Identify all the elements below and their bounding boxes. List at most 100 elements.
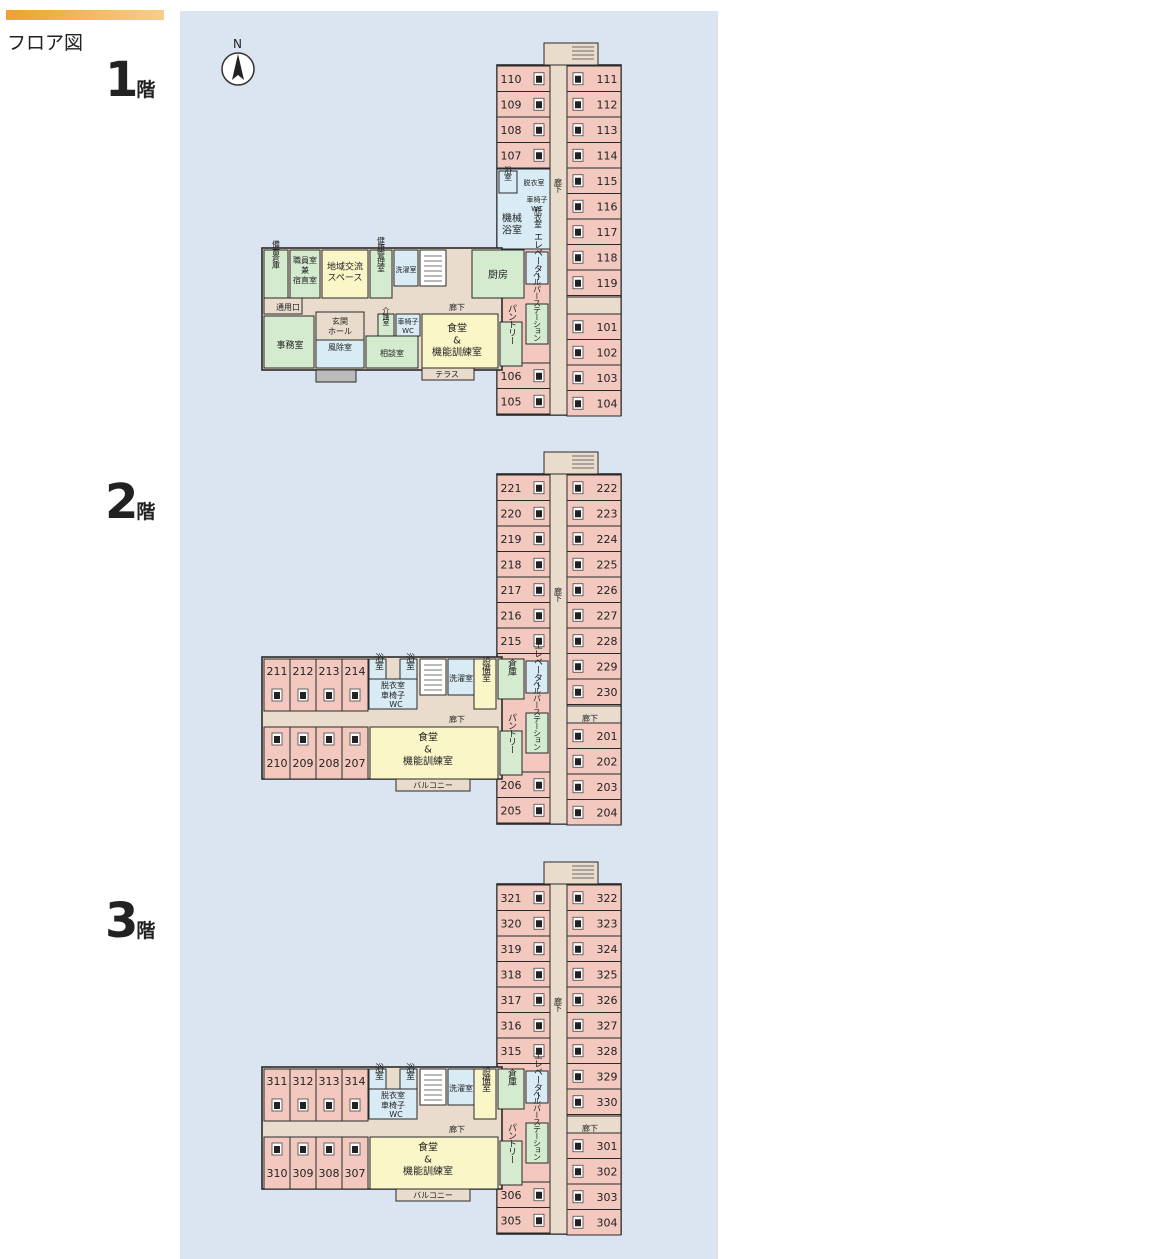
room-number: 304 (597, 1216, 618, 1229)
windbreak (315, 339, 365, 369)
room-number: 310 (267, 1167, 288, 1180)
room-number: 208 (319, 757, 340, 770)
bed-icon-mark (575, 612, 581, 620)
room-number: 318 (501, 968, 522, 981)
bath-label: 浴室 (404, 653, 415, 670)
storage-label: 倉庫 (506, 658, 517, 677)
room-number: 214 (345, 665, 366, 678)
header-accent-bar (6, 10, 164, 20)
corridor-label: 廊下 (582, 1123, 598, 1133)
consult-room (365, 335, 419, 369)
bed-icon-mark (575, 758, 581, 766)
room-number: 119 (597, 277, 618, 290)
bed-icon-mark (536, 398, 542, 406)
laundry-room (447, 1068, 475, 1106)
laundry-room (393, 249, 419, 287)
floor-3-suffix: 階 (136, 920, 156, 942)
pantry (499, 321, 523, 367)
entrance-label: 玄関 (332, 316, 348, 326)
bed-icon-mark (575, 809, 581, 817)
bed-icon-mark (326, 1146, 332, 1153)
bath-label: 浴室 (404, 1063, 415, 1080)
floor-2-suffix: 階 (136, 501, 156, 523)
community-label: スペース (328, 274, 363, 284)
bath-label: 浴室 (504, 165, 513, 181)
bed-icon-mark (575, 400, 581, 408)
room-number: 301 (597, 1140, 618, 1153)
room-number: 311 (267, 1075, 288, 1088)
room-number: 308 (319, 1167, 340, 1180)
nursing-label: 介護室 (382, 307, 390, 326)
bed-icon-mark (575, 75, 581, 83)
room-number: 117 (597, 226, 618, 239)
equipment-room (473, 658, 497, 710)
room-number: 115 (597, 175, 618, 188)
resident-room (341, 1068, 369, 1122)
room-number: 320 (501, 917, 522, 930)
bed-icon-mark (352, 692, 358, 699)
wc-label: WC (389, 700, 403, 709)
dressing-label: 脱衣室 (381, 1090, 405, 1100)
room-number: 103 (597, 372, 618, 385)
room-number: 107 (501, 149, 522, 162)
bed-icon-mark (536, 372, 542, 380)
laundry-label: 洗濯室 (396, 265, 417, 274)
room-number: 303 (597, 1191, 618, 1204)
room-number: 203 (597, 781, 618, 794)
room-number: 229 (597, 660, 618, 673)
room-number: 108 (501, 124, 522, 137)
stair-landing (543, 861, 599, 885)
elevator-label: エレベーター (532, 232, 543, 280)
bed-icon-mark (575, 203, 581, 211)
elevator-label: エレベーター (532, 1051, 543, 1099)
room-number: 329 (597, 1070, 618, 1083)
wc-label: 車椅子 (398, 317, 419, 326)
bed-icon-mark (536, 637, 542, 645)
room-number: 227 (597, 609, 618, 622)
bed-icon-mark (575, 1168, 581, 1176)
bed-icon-mark (536, 101, 542, 109)
bed-icon-mark (575, 1022, 581, 1030)
room-number: 223 (597, 507, 618, 520)
bed-icon-mark (575, 1142, 581, 1150)
wheelchair-wc (395, 313, 421, 337)
room-number: 226 (597, 584, 618, 597)
bed-icon-mark (575, 152, 581, 160)
stair-landing (543, 451, 599, 475)
helper-station (525, 303, 549, 345)
corridor-label: 廊下 (449, 1124, 465, 1134)
room-number: 202 (597, 755, 618, 768)
entrance-label: ホール (328, 327, 352, 336)
storage-label: 倉庫 (506, 1068, 517, 1087)
bed-icon-mark (536, 1191, 542, 1199)
tower-corridor (549, 473, 568, 825)
resident-room (263, 658, 291, 712)
bed-icon-mark (575, 732, 581, 740)
room-number: 116 (597, 200, 618, 213)
floor-2-plan: 廊下22222322422522622722822923020120220320… (261, 451, 622, 826)
staff-room (289, 249, 321, 299)
pantry (499, 730, 523, 776)
room-number: 325 (597, 968, 618, 981)
staff-label: 職員室 (293, 255, 317, 265)
bed-icon-mark (536, 484, 542, 492)
bed-icon-mark (575, 688, 581, 696)
floor-2-label: 2階 (105, 474, 155, 530)
dressing-room (368, 1088, 418, 1120)
helper-station-label: ヘルパーステーション (533, 271, 542, 341)
bed-icon-mark (575, 126, 581, 134)
bed-icon-mark (575, 254, 581, 262)
laundry-room (447, 658, 475, 696)
helper-station (525, 1122, 549, 1164)
dressing-room (368, 678, 418, 710)
balcony-label: バルコニー (413, 1191, 453, 1200)
room-number: 106 (501, 370, 522, 383)
resident-room (566, 65, 622, 92)
stairwell (419, 1068, 447, 1106)
dressing-label: 脱衣室 (524, 178, 545, 187)
resident-room (566, 193, 622, 220)
bed-icon-mark (274, 1146, 280, 1153)
equipment-label: 設備室 (480, 1066, 491, 1092)
dining-room (369, 726, 499, 780)
bed-icon-mark (536, 75, 542, 83)
